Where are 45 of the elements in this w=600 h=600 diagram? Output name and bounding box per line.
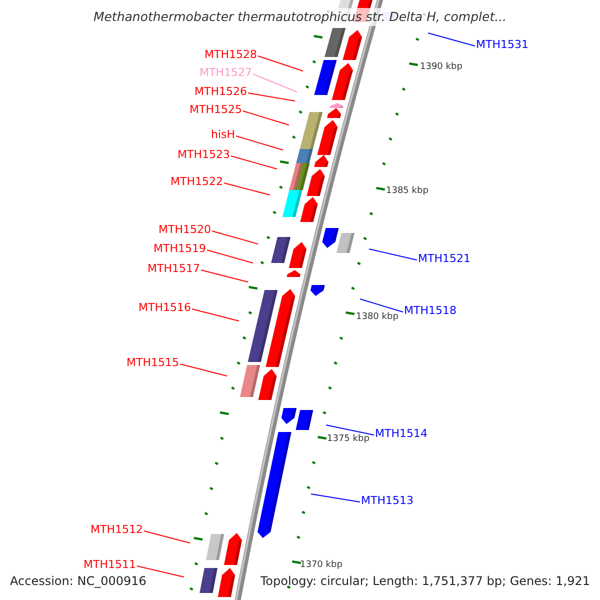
leader-line [144, 530, 190, 544]
leader-line [310, 494, 360, 502]
leader-line [212, 230, 258, 244]
gene-label: hisH [210, 128, 235, 142]
leader-line [326, 424, 374, 436]
scale-label: 1375 kbp [327, 434, 370, 445]
gene-label: MTH1511 [84, 558, 136, 572]
gene-label: MTH1531 [476, 38, 528, 52]
leader-line [224, 182, 270, 196]
leader-line [136, 566, 184, 578]
gene-label: MTH1512 [90, 523, 143, 537]
gene-label: MTH1526 [194, 85, 247, 99]
leader-line [206, 250, 254, 264]
leader-line [230, 156, 278, 170]
gene-label: MTH1522 [170, 175, 223, 189]
scale-label: 1385 kbp [386, 186, 428, 197]
leader-line [236, 136, 284, 150]
footer-text: Accession: NC_000916 [10, 574, 146, 589]
gene-label: MTH1528 [204, 48, 257, 62]
leader-line [428, 32, 476, 46]
leader-line [242, 110, 290, 126]
gene-label: MTH1520 [158, 223, 211, 237]
leader-line [258, 56, 304, 72]
scale-label: 1390 kbp [420, 62, 462, 73]
leader-line [360, 298, 404, 312]
leader-line [368, 248, 418, 260]
gene-label: MTH1521 [418, 252, 470, 266]
leader-line [180, 364, 228, 376]
gene-label: MTH1516 [138, 301, 191, 315]
gene-label: MTH1523 [178, 148, 230, 162]
gene-label: MTH1517 [148, 262, 200, 276]
gene-label: MTH1518 [404, 304, 456, 318]
gene-label: MTH1525 [190, 103, 242, 117]
footer-text: Topology: circular; Length: 1,751,377 bp; Genes: 1,921 [260, 574, 590, 589]
leader-line [192, 308, 240, 322]
gene-label: MTH1515 [126, 356, 179, 370]
gene-label: MTH1514 [375, 427, 428, 441]
gene-label: MTH1513 [361, 494, 414, 508]
leader-line [200, 270, 248, 282]
leader-line [252, 74, 298, 92]
gene-label: MTH1527 [200, 66, 252, 80]
leader-line [248, 92, 296, 102]
gene-label: MTH1519 [154, 242, 206, 256]
scale-label: 1380 kbp [356, 312, 398, 323]
scale-label: 1370 kbp [300, 560, 342, 571]
